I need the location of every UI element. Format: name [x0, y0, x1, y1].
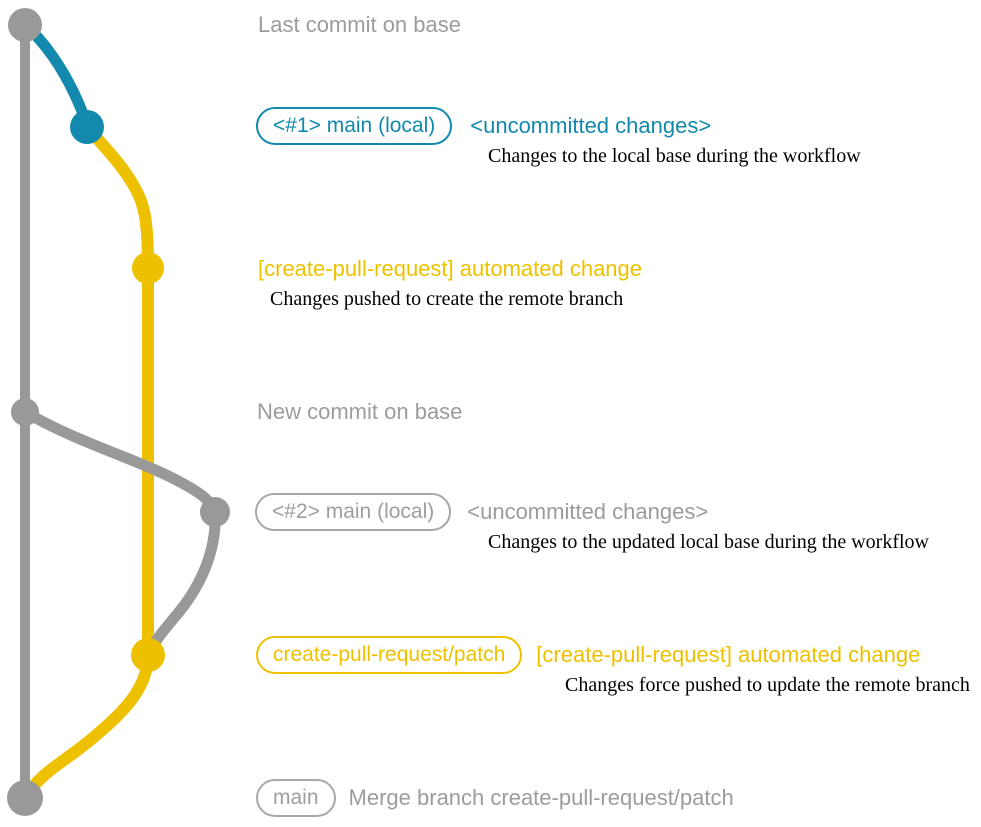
branch-badge-main: main: [256, 779, 336, 817]
local-main-branch-curve: [19, 19, 93, 133]
row-merge: main Merge branch create-pull-request/pa…: [256, 779, 734, 817]
branch-badge-main-local-1: <#1> main (local): [256, 107, 453, 145]
row-local-main-1: <#1> main (local) <uncommitted changes>: [256, 107, 711, 145]
commit-message-automated-change-2: [create-pull-request] automated change: [536, 642, 921, 667]
commit-dot-local-main-1: [70, 110, 104, 144]
note-local-base-changes: Changes to the local base during the wor…: [488, 145, 861, 167]
note-updated-local-base-changes: Changes to the updated local base during…: [488, 531, 929, 553]
label-last-commit-on-base: Last commit on base: [258, 12, 461, 37]
commit-message-merge: Merge branch create-pull-request/patch: [348, 785, 734, 810]
commit-dot-new-base: [11, 398, 39, 426]
status-uncommitted-changes-1: <uncommitted changes>: [470, 113, 712, 138]
note-pushed-to-create-remote-branch: Changes pushed to create the remote bran…: [270, 288, 624, 310]
note-force-pushed-to-update-remote-branch: Changes force pushed to update the remot…: [565, 674, 970, 696]
commit-dot-local-main-2: [200, 497, 230, 527]
commit-dot-merge: [7, 780, 43, 816]
branch-badge-main-local-2: <#2> main (local): [255, 493, 452, 531]
commit-dot-patch-1: [132, 252, 164, 284]
commit-message-automated-change-1: [create-pull-request] automated change: [258, 256, 643, 281]
rebase-onto-patch-curve: [142, 506, 221, 661]
label-new-commit-on-base: New commit on base: [257, 399, 463, 424]
branch-badge-patch: create-pull-request/patch: [256, 636, 523, 674]
status-uncommitted-changes-2: <uncommitted changes>: [467, 499, 709, 524]
commit-dot-patch-2: [131, 638, 165, 672]
git-graph: [7, 8, 230, 816]
commit-dot-last-base: [8, 8, 42, 42]
updated-local-main-curve: [19, 406, 221, 518]
row-patch-branch: create-pull-request/patch [create-pull-r…: [256, 636, 920, 674]
row-local-main-2: <#2> main (local) <uncommitted changes>: [255, 493, 708, 531]
